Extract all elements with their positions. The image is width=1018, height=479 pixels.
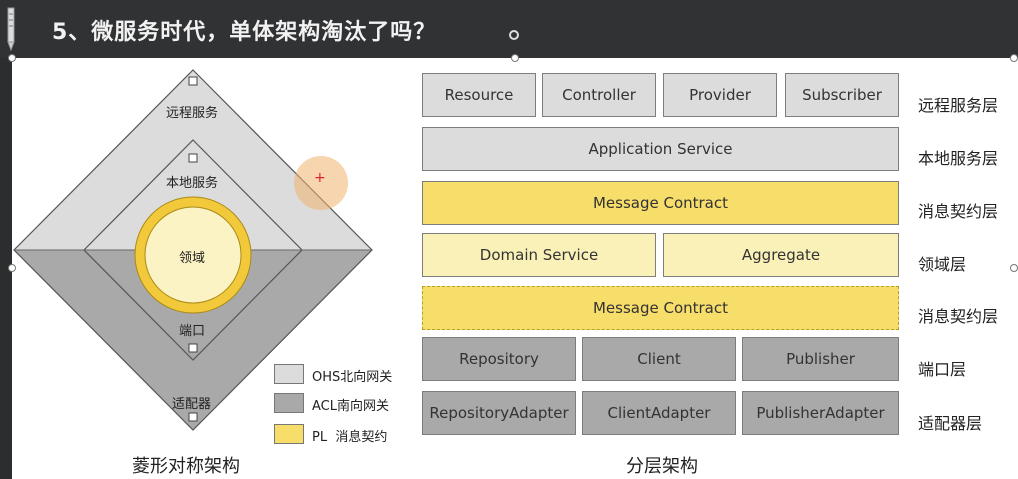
- domain-label: 领域: [179, 251, 206, 266]
- slide-title: 5、微服务时代，单体架构淘汰了吗？: [52, 20, 437, 45]
- pencil-icon: [7, 7, 15, 52]
- repository-block: Repository: [422, 337, 576, 381]
- layer-label-domain: 领域层: [918, 255, 967, 274]
- port-label: 端口: [179, 324, 206, 339]
- legend-label-pl: PL 消息契约: [312, 430, 388, 445]
- client-adapter-block: ClientAdapter: [582, 391, 736, 435]
- selection-handle[interactable]: [1010, 264, 1018, 272]
- crosshair-cursor-icon: +: [314, 170, 326, 186]
- adapter-label: 适配器: [172, 397, 212, 412]
- legend-swatch-pl: [274, 424, 304, 444]
- slide-canvas: 远程服务 本地服务 领域 端口 适配器 OHS北向网关 ACL南向网关 PL 消…: [8, 54, 1018, 479]
- diamond-diagram: [13, 69, 373, 431]
- selection-handle[interactable]: [8, 264, 16, 272]
- publisher-adapter-block: PublisherAdapter: [742, 391, 899, 435]
- client-block: Client: [582, 337, 736, 381]
- provider-block: Provider: [663, 73, 777, 117]
- layers-caption: 分层架构: [626, 456, 698, 477]
- controller-block: Controller: [542, 73, 656, 117]
- diamond-caption: 菱形对称架构: [132, 456, 240, 477]
- layer-label-adapter: 适配器层: [918, 414, 983, 433]
- application-service-block: Application Service: [422, 127, 899, 171]
- layer-label-contract-upper: 消息契约层: [918, 202, 999, 221]
- publisher-block: Publisher: [742, 337, 899, 381]
- layer-label-remote: 远程服务层: [918, 96, 999, 115]
- title-bar: 5、微服务时代，单体架构淘汰了吗？: [0, 0, 1018, 58]
- message-contract-block-upper: Message Contract: [422, 181, 899, 225]
- layer-label-contract-lower: 消息契约层: [918, 307, 999, 326]
- remote-service-label: 远程服务: [166, 106, 219, 121]
- local-service-label: 本地服务: [166, 176, 219, 191]
- pointer-highlight: [294, 156, 348, 210]
- aggregate-block: Aggregate: [663, 233, 899, 277]
- selection-handle[interactable]: [8, 54, 16, 62]
- legend-label-acl: ACL南向网关: [312, 399, 389, 414]
- subscriber-block: Subscriber: [785, 73, 899, 117]
- selection-handle[interactable]: [1010, 54, 1018, 62]
- legend-swatch-acl: [274, 393, 304, 413]
- domain-service-block: Domain Service: [422, 233, 656, 277]
- legend-swatch-ohs: [274, 364, 304, 384]
- layer-label-port: 端口层: [918, 360, 967, 379]
- rotate-handle-icon[interactable]: [509, 30, 519, 40]
- layer-label-local: 本地服务层: [918, 149, 999, 168]
- resource-block: Resource: [422, 73, 536, 117]
- selection-handle[interactable]: [511, 54, 519, 62]
- message-contract-block-lower: Message Contract: [422, 286, 899, 330]
- legend-label-ohs: OHS北向网关: [312, 370, 393, 385]
- repository-adapter-block: RepositoryAdapter: [422, 391, 576, 435]
